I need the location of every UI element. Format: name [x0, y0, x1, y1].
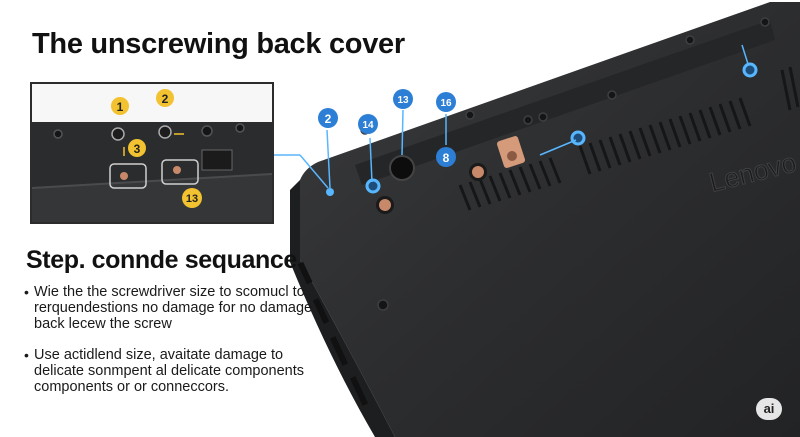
bullet-line: delicate sonmpent al delicate components — [34, 363, 305, 379]
callout-badge: 16 — [436, 92, 456, 112]
section-heading: Step. connde sequance — [26, 246, 297, 274]
pointer-screw — [326, 188, 334, 196]
bullet-dot: • — [24, 347, 29, 363]
callout-badge: 2 — [156, 89, 174, 107]
highlighted-screws — [365, 62, 758, 194]
callout-badge: 13 — [182, 188, 202, 208]
inset-panel-edge — [32, 174, 272, 222]
svg-text:13: 13 — [397, 95, 409, 106]
callout-badge: 1 — [111, 97, 129, 115]
svg-text:3: 3 — [134, 142, 141, 156]
svg-text:13: 13 — [186, 193, 198, 205]
inset-illustration: 1 2 3 13 — [32, 84, 272, 222]
inset-screw — [111, 127, 125, 141]
laptop-body — [300, 2, 800, 437]
side-ports — [297, 261, 369, 406]
large-fastener — [389, 155, 415, 181]
bullet-item: • Use actidlend size, avaitate damage to… — [24, 347, 304, 397]
callout-badge: 14 — [358, 114, 378, 134]
callout-badge: 8 — [436, 147, 456, 167]
page-title: The unscrewing back cover — [32, 28, 405, 60]
bullet-line: rerquendestions no damage for no damage — [34, 300, 313, 316]
inset-bracket — [161, 159, 199, 185]
vent-grille — [458, 66, 800, 211]
inset-bracket — [109, 163, 147, 189]
callout-badge: 2 — [318, 108, 338, 128]
bullet-line: Wie the the screwdriver size to scomucl … — [34, 284, 305, 300]
svg-text:14: 14 — [362, 120, 374, 131]
bullet-dot: • — [24, 284, 29, 300]
inset-panel — [32, 122, 272, 188]
bullet-line: Use actidlend size, avaitate damage to — [34, 347, 284, 363]
laptop-side-edge — [290, 180, 395, 437]
svg-text:1: 1 — [117, 100, 124, 114]
watermark-badge: ai — [756, 398, 782, 420]
inset-closeup: 1 2 3 13 — [30, 82, 274, 224]
svg-text:8: 8 — [443, 151, 450, 165]
bullet-line: components or or conneccors. — [34, 379, 230, 395]
bullet-line: back lecew the screw — [34, 316, 172, 332]
svg-text:2: 2 — [325, 112, 332, 126]
bullet-item: • Wie the the screwdriver size to scomuc… — [24, 284, 312, 334]
inset-screw — [158, 125, 172, 139]
callout-badge: 13 — [393, 89, 413, 109]
hinge-ridge — [355, 20, 775, 185]
copper-screws — [376, 136, 526, 214]
svg-text:2: 2 — [162, 92, 169, 106]
callout-badge: 3 — [128, 139, 146, 157]
svg-text:16: 16 — [440, 98, 452, 109]
